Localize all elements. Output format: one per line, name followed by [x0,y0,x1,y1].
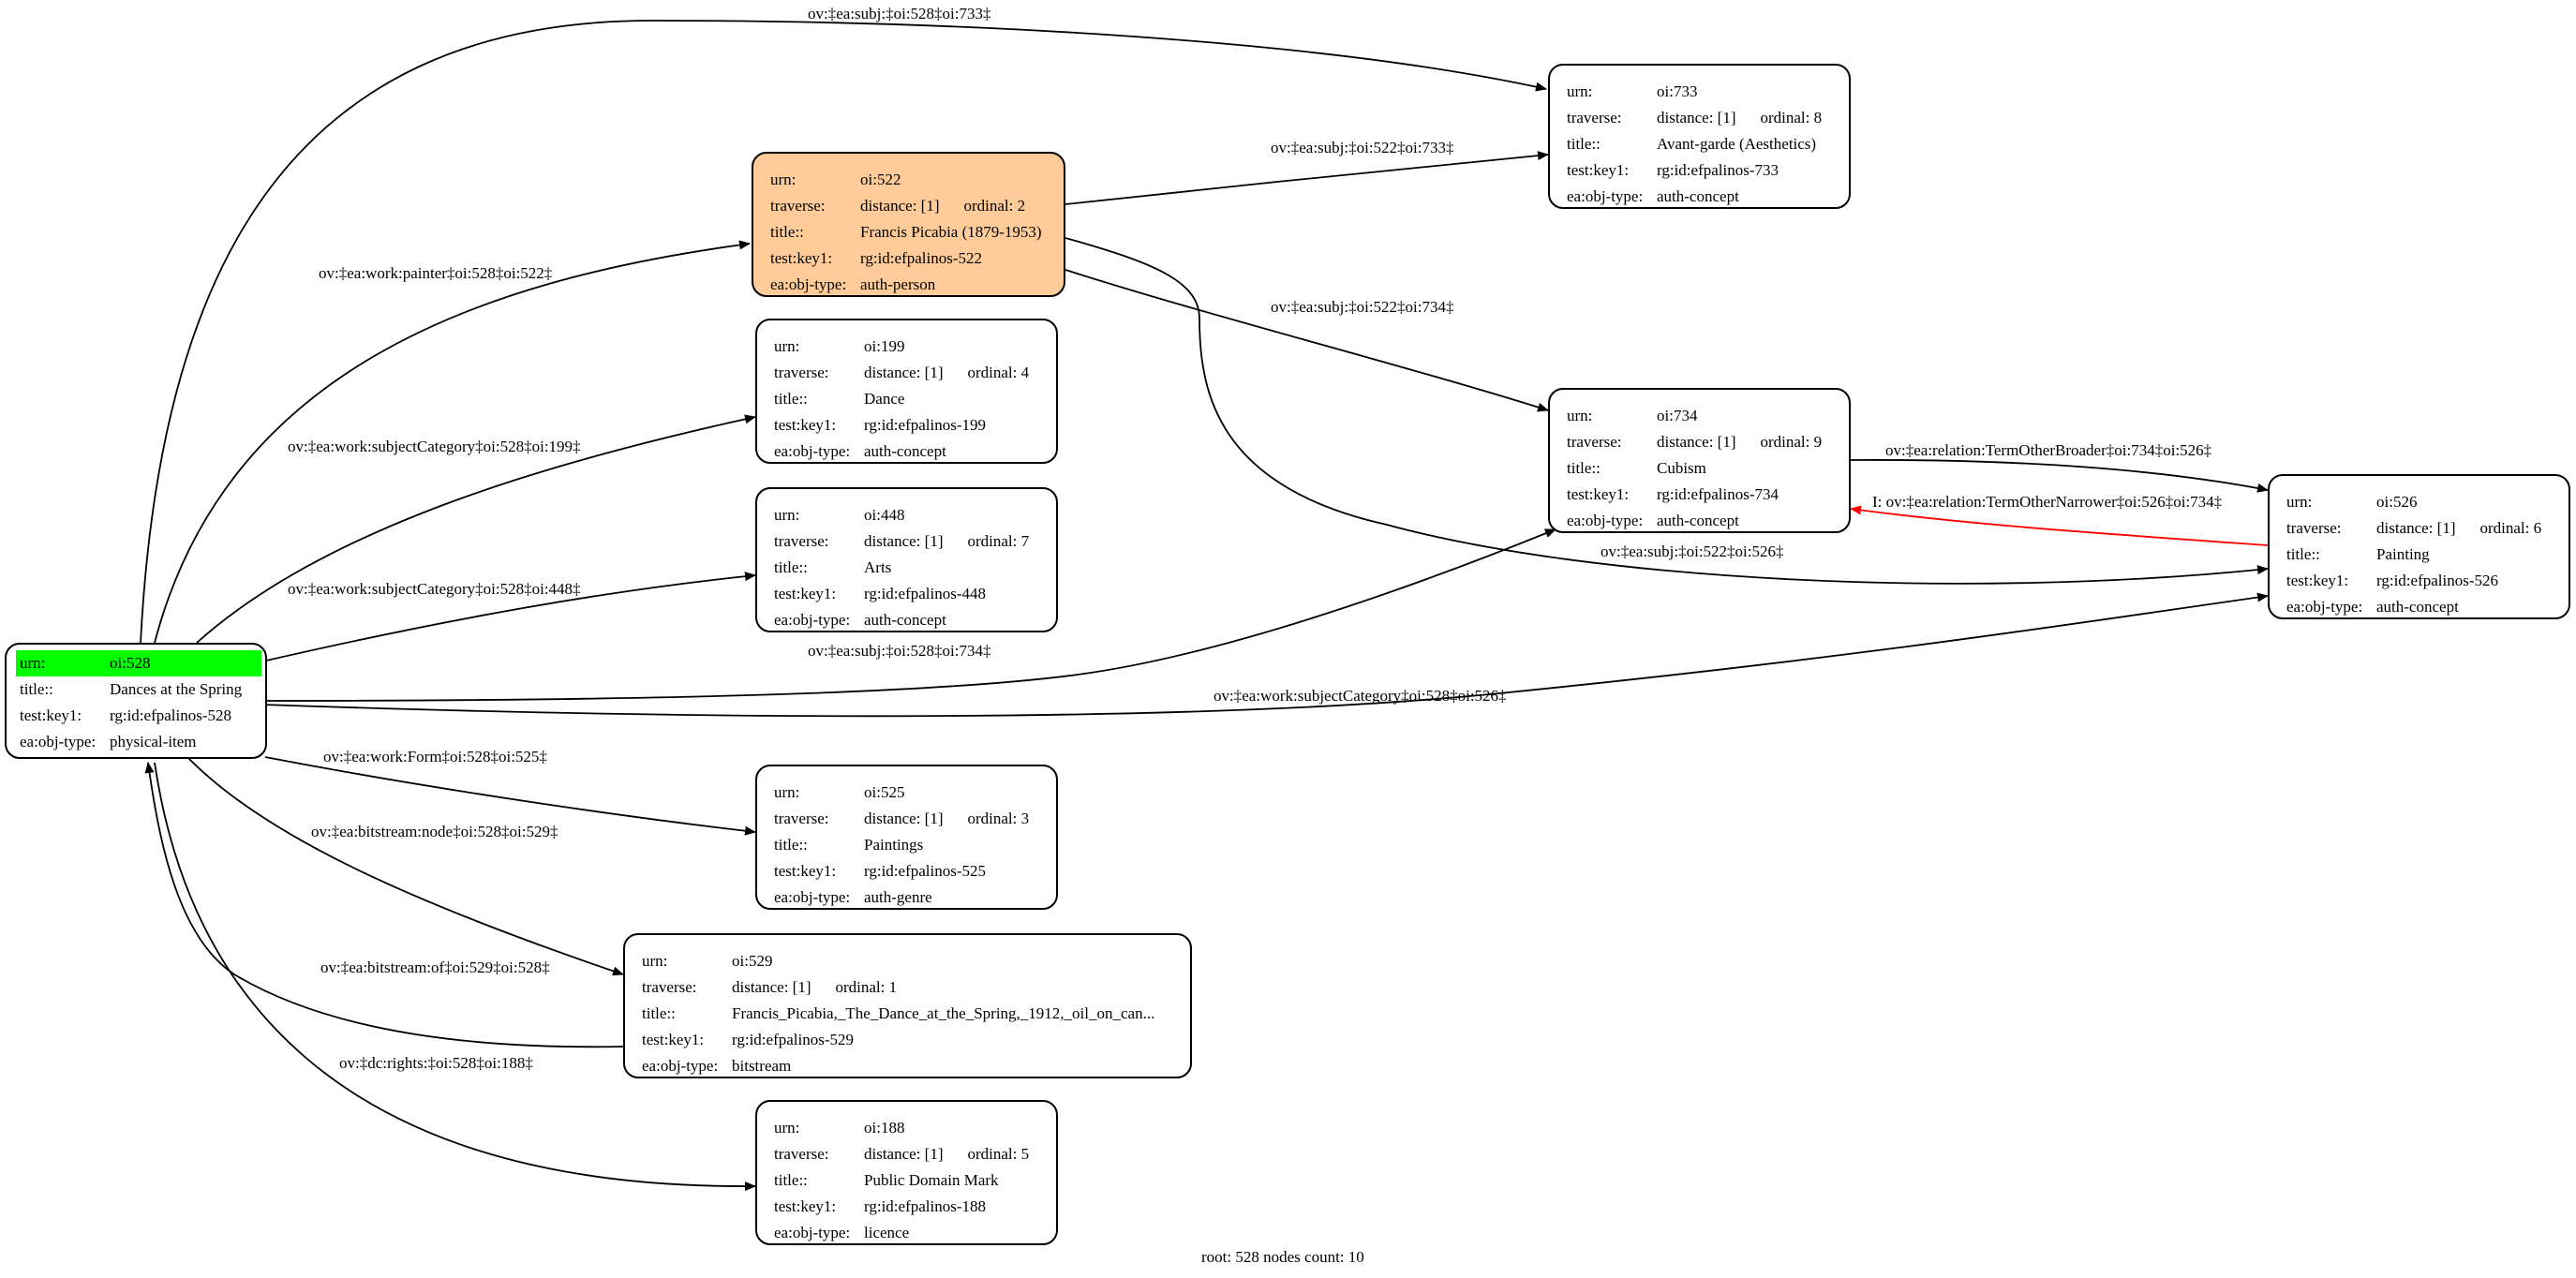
edge-528-199 [196,414,756,644]
node-row-type: ea:obj-type:auth-genre [774,888,932,906]
edge-label-529-528: ov:‡ea:bitstream:of‡oi:529‡oi:528‡ [320,958,550,976]
edge-528-526 [261,592,2269,718]
node-row-title: title::Avant-garde (Aesthetics) [1567,135,1817,153]
edge-522-734 [1065,269,1549,412]
node-row-title: title::Francis Picabia (1879-1953) [770,223,1042,241]
node-row-type: ea:obj-type:auth-concept [1567,187,1739,205]
node-row-title: title::Painting [2286,545,2430,563]
edge-label-734-526: ov:‡ea:relation:TermOtherBroader‡oi:734‡… [1885,441,2211,459]
edge-528-188 [154,762,756,1192]
node-row-key: test:key1:rg:id:efpalinos-448 [774,585,986,602]
node-199[interactable]: urn:oi:199 traverse:distance: [1]ordinal… [755,319,1058,464]
node-row-traverse: traverse:distance: [1]ordinal: 8 [1567,109,1823,126]
node-row-traverse: traverse:distance: [1]ordinal: 5 [774,1145,1030,1163]
edge-label-526-734: I: ov:‡ea:relation:TermOtherNarrower‡oi:… [1872,493,2222,511]
node-row-key: test:key1:rg:id:efpalinos-734 [1567,485,1779,503]
node-row-traverse: traverse:distance: [1]ordinal: 1 [642,978,898,996]
edge-label-522-526: ov:‡ea:subj:‡oi:522‡oi:526‡ [1601,542,1784,560]
edge-label-528-526: ov:‡ea:work:subjectCategory‡oi:528‡oi:52… [1214,687,1507,705]
node-row-urn: urn:oi:526 [2286,493,2418,511]
edge-528-522 [154,240,751,644]
node-row-type: ea:obj-type:auth-concept [774,442,946,460]
edge-label-528-199: ov:‡ea:work:subjectCategory‡oi:528‡oi:19… [288,438,581,455]
node-row-traverse: traverse:distance: [1]ordinal: 2 [770,197,1026,215]
node-row-type: ea:obj-type:bitstream [642,1057,792,1075]
node-733[interactable]: urn:oi:733 traverse:distance: [1]ordinal… [1548,64,1851,209]
edge-label-528-734: ov:‡ea:subj:‡oi:528‡oi:734‡ [808,642,991,660]
node-734[interactable]: urn:oi:734 traverse:distance: [1]ordinal… [1548,388,1851,533]
node-row-key: test:key1:rg:id:efpalinos-528 [20,706,231,724]
node-522[interactable]: urn:oi:522 traverse:distance: [1]ordinal… [752,152,1065,297]
node-row-urn: urn:oi:199 [774,337,905,355]
node-row-urn: urn:oi:528 [16,650,261,676]
edge-734-526 [1850,459,2269,493]
node-row-urn: urn:oi:734 [1567,407,1698,424]
node-row-key: test:key1:rg:id:efpalinos-733 [1567,161,1779,179]
edge-528-734 [261,528,1556,702]
node-row-type: ea:obj-type:auth-person [770,275,936,293]
node-row-traverse: traverse:distance: [1]ordinal: 9 [1567,433,1823,451]
graph-footer: root: 528 nodes count: 10 [1201,1248,1364,1266]
edge-label-522-734: ov:‡ea:subj:‡oi:522‡oi:734‡ [1271,298,1454,316]
node-row-key: test:key1:rg:id:efpalinos-522 [770,249,982,267]
node-448[interactable]: urn:oi:448 traverse:distance: [1]ordinal… [755,487,1058,632]
edge-label-528-733: ov:‡ea:subj:‡oi:528‡oi:733‡ [808,5,991,22]
edge-528-525 [264,756,756,836]
edge-label-528-525: ov:‡ea:work:Form‡oi:528‡oi:525‡ [323,748,547,765]
node-row-key: test:key1:rg:id:efpalinos-526 [2286,572,2498,589]
node-row-type: ea:obj-type:physical-item [20,733,197,750]
node-row-urn: urn:oi:525 [774,783,905,801]
node-529[interactable]: urn:oi:529 traverse:distance: [1]ordinal… [623,933,1192,1078]
edge-label-528-529: ov:‡ea:bitstream:node‡oi:528‡oi:529‡ [311,823,558,840]
node-row-key: test:key1:rg:id:efpalinos-199 [774,416,986,434]
node-row-urn: urn:oi:733 [1567,82,1698,100]
node-row-key: test:key1:rg:id:efpalinos-188 [774,1197,986,1215]
node-row-traverse: traverse:distance: [1]ordinal: 7 [774,532,1030,550]
edge-528-529 [186,756,624,976]
edge-528-448 [261,572,756,662]
node-row-urn: urn:oi:448 [774,506,905,524]
edge-label-522-733: ov:‡ea:subj:‡oi:522‡oi:733‡ [1271,139,1454,156]
node-526[interactable]: urn:oi:526 traverse:distance: [1]ordinal… [2268,474,2570,619]
node-row-title: title::Dances at the Spring [20,680,243,698]
node-row-type: ea:obj-type:licence [774,1224,910,1241]
node-row-urn: urn:oi:529 [642,952,773,970]
node-row-traverse: traverse:distance: [1]ordinal: 6 [2286,519,2542,537]
node-row-title: title::Public Domain Mark [774,1171,999,1189]
edge-528-733 [140,20,1547,644]
edge-522-733 [1065,151,1549,205]
edge-526-734 [1850,505,2269,546]
node-row-type: ea:obj-type:auth-concept [1567,512,1739,529]
node-row-key: test:key1:rg:id:efpalinos-525 [774,862,986,880]
node-row-type: ea:obj-type:auth-concept [2286,598,2459,616]
node-root-528[interactable]: urn:oi:528 title::Dances at the Spring t… [5,643,267,759]
node-row-title: title::Arts [774,558,892,576]
node-row-type: ea:obj-type:auth-concept [774,611,946,629]
node-row-traverse: traverse:distance: [1]ordinal: 4 [774,364,1030,381]
node-row-title: title::Cubism [1567,459,1706,477]
node-row-urn: urn:oi:522 [770,171,901,188]
node-row-key: test:key1:rg:id:efpalinos-529 [642,1031,854,1048]
edge-label-528-522: ov:‡ea:work:painter‡oi:528‡oi:522‡ [319,264,552,282]
edge-522-526 [1065,237,2269,585]
edge-label-528-448: ov:‡ea:work:subjectCategory‡oi:528‡oi:44… [288,580,581,598]
node-row-title: title::Francis_Picabia,_The_Dance_at_the… [642,1004,1155,1022]
node-188[interactable]: urn:oi:188 traverse:distance: [1]ordinal… [755,1100,1058,1245]
node-row-urn: urn:oi:188 [774,1119,905,1137]
node-row-title: title::Paintings [774,836,924,854]
edge-label-528-188: ov:‡dc:rights:‡oi:528‡oi:188‡ [339,1054,533,1072]
node-525[interactable]: urn:oi:525 traverse:distance: [1]ordinal… [755,765,1058,910]
node-row-title: title::Dance [774,390,905,408]
node-row-traverse: traverse:distance: [1]ordinal: 3 [774,810,1030,827]
edge-529-528 [144,762,624,1048]
